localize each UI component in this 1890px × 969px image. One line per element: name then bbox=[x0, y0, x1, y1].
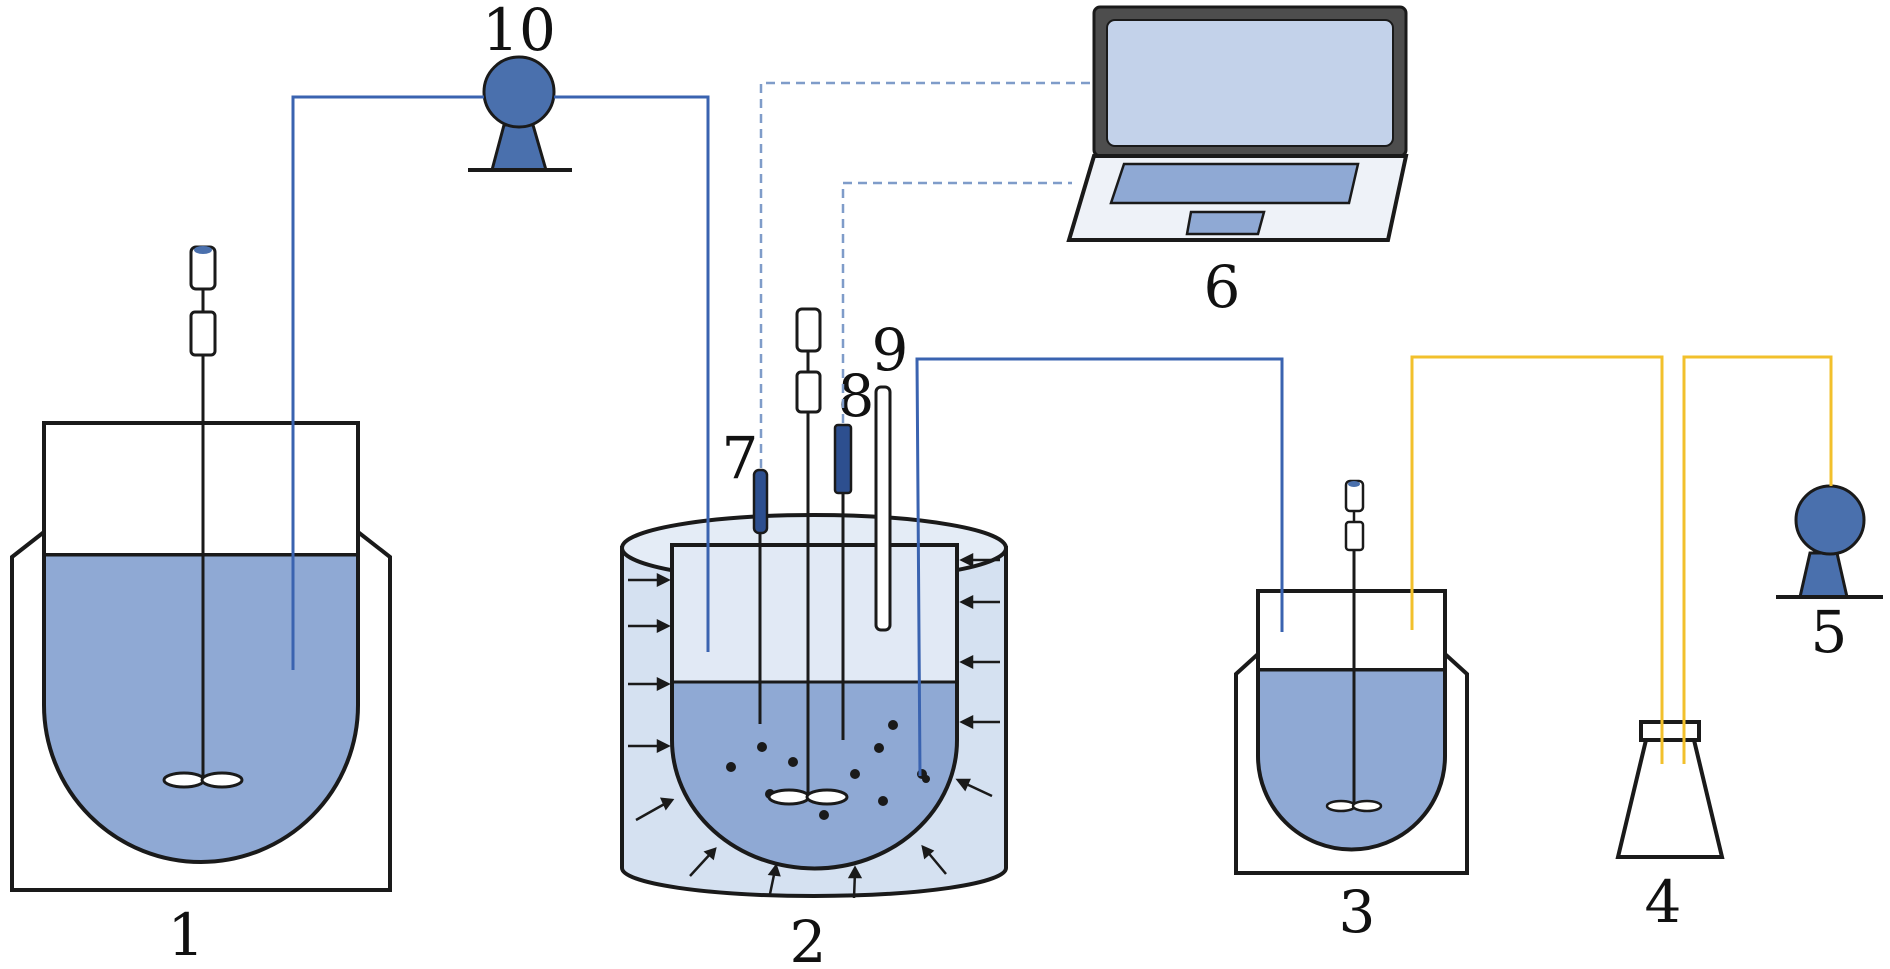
pump-5-label: 5 bbox=[1811, 598, 1848, 666]
pump-10-icon bbox=[468, 55, 572, 172]
signal-line-probe8 bbox=[841, 181, 1072, 423]
erlenmeyer-flask-icon bbox=[1615, 720, 1725, 859]
probe-7-label: 7 bbox=[722, 424, 759, 492]
pump-5: 5 bbox=[1776, 484, 1883, 666]
signal-line-probe7 bbox=[759, 81, 1092, 468]
tank-1-stirrer-icon bbox=[162, 245, 244, 789]
tube-9-icon: 9 bbox=[872, 316, 909, 632]
reactor-2-heat-arrows bbox=[628, 552, 1000, 899]
flask-4: 4 bbox=[1615, 720, 1725, 936]
tank-1-label: 1 bbox=[168, 901, 205, 969]
pump-5-icon bbox=[1776, 484, 1883, 599]
effluent-line bbox=[915, 357, 1284, 777]
laptop-6-label: 6 bbox=[1204, 253, 1241, 321]
pump-10: 10 bbox=[468, 0, 572, 172]
laptop-6: 6 bbox=[1066, 5, 1409, 321]
gas-line-pump5-to-flask bbox=[1682, 355, 1833, 764]
probe-7-icon: 7 bbox=[722, 424, 769, 724]
tank-3-stirrer-icon bbox=[1325, 479, 1383, 813]
feed-line-out bbox=[554, 95, 710, 652]
reactor-2-label: 2 bbox=[790, 908, 827, 969]
gas-lines bbox=[1410, 355, 1833, 764]
tank-1-liquid bbox=[44, 555, 358, 862]
tank-1-vessel bbox=[42, 421, 360, 864]
laptop-icon bbox=[1066, 5, 1409, 242]
tank-3-label: 3 bbox=[1339, 878, 1376, 946]
tube-9-label: 9 bbox=[872, 316, 909, 384]
reactor-2-vessel-outline bbox=[670, 543, 959, 871]
flask-4-label: 4 bbox=[1645, 868, 1682, 936]
tank-3-vessel bbox=[1256, 589, 1447, 852]
reactor-2-liquid bbox=[672, 682, 957, 869]
tank-3-liquid bbox=[1258, 670, 1445, 850]
tank-1: 1 bbox=[10, 245, 392, 969]
pump-10-label: 10 bbox=[482, 0, 556, 64]
reactor-2: 7 8 9 2 bbox=[620, 307, 1008, 969]
gas-line-tank3-to-flask bbox=[1410, 355, 1664, 764]
feed-line-in bbox=[291, 95, 484, 670]
liquid-lines bbox=[291, 95, 1284, 777]
tank-3: 3 bbox=[1234, 479, 1469, 946]
reactor-2-stirrer-icon bbox=[767, 307, 849, 806]
signal-lines bbox=[759, 81, 1092, 468]
